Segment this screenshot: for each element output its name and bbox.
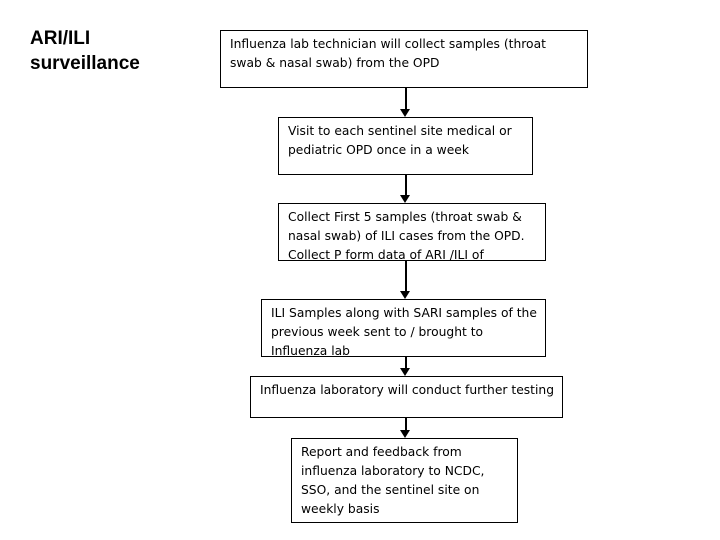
arrow-shaft (405, 357, 407, 369)
arrow-down-icon-3 (400, 261, 411, 299)
flow-node-collect-first-5: Collect First 5 samples (throat swab & n… (278, 203, 546, 261)
arrow-down-icon-1 (400, 88, 411, 117)
arrow-shaft (405, 175, 407, 196)
flow-node-collect-samples: Influenza lab technician will collect sa… (220, 30, 588, 88)
arrow-shaft (405, 261, 407, 292)
arrow-head (400, 368, 410, 376)
arrow-head (400, 291, 410, 299)
arrow-down-icon-2 (400, 175, 411, 203)
arrow-head (400, 430, 410, 438)
arrow-shaft (405, 88, 407, 110)
arrow-head (400, 195, 410, 203)
flow-node-lab-testing: Influenza laboratory will conduct furthe… (250, 376, 563, 418)
arrow-down-icon-4 (400, 357, 411, 376)
flow-node-ili-sari-samples: ILI Samples along with SARI samples of t… (261, 299, 546, 357)
flow-node-report-feedback: Report and feedback from influenza labor… (291, 438, 518, 523)
page-title: ARI/ILI surveillance (30, 28, 140, 74)
flow-node-visit-sentinel-site: Visit to each sentinel site medical or p… (278, 117, 533, 175)
arrow-shaft (405, 418, 407, 431)
arrow-head (400, 109, 410, 117)
arrow-down-icon-5 (400, 418, 411, 438)
